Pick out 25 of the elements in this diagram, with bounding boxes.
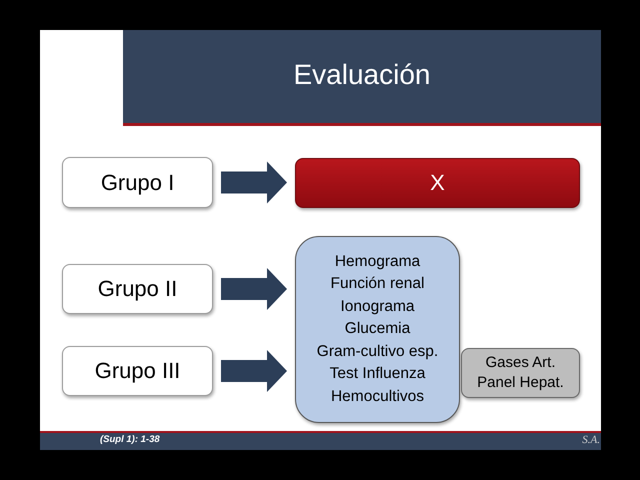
test-name: Glucemia [344, 319, 410, 340]
group-label: Grupo II [98, 276, 178, 302]
test-name: Función renal [330, 274, 424, 294]
test-name: Gases Art. [485, 353, 556, 373]
block-arrow [221, 162, 287, 204]
citation-text: (Supl 1): 1-38 [100, 434, 160, 446]
test-list-box [295, 236, 460, 423]
extra-tests-box [461, 348, 580, 398]
author-initials: S.A. [582, 434, 600, 446]
result-box [295, 158, 580, 208]
result-label: X [430, 170, 445, 196]
group-box [62, 264, 213, 314]
test-name: Hemograma [334, 252, 420, 272]
test-name: Ionograma [340, 296, 415, 317]
slide-title: Evaluación [292, 58, 432, 92]
block-arrow [221, 268, 287, 310]
group-label: Grupo III [94, 358, 180, 384]
group-box [62, 346, 213, 396]
test-name: Hemocultivos [330, 386, 424, 407]
group-box [62, 157, 213, 208]
block-arrow [221, 350, 287, 392]
test-name: Test Influenza [330, 364, 426, 384]
test-name: Panel Hepat. [477, 373, 564, 393]
group-label: Grupo I [100, 170, 174, 196]
test-name: Gram-cultivo esp. [316, 342, 438, 362]
